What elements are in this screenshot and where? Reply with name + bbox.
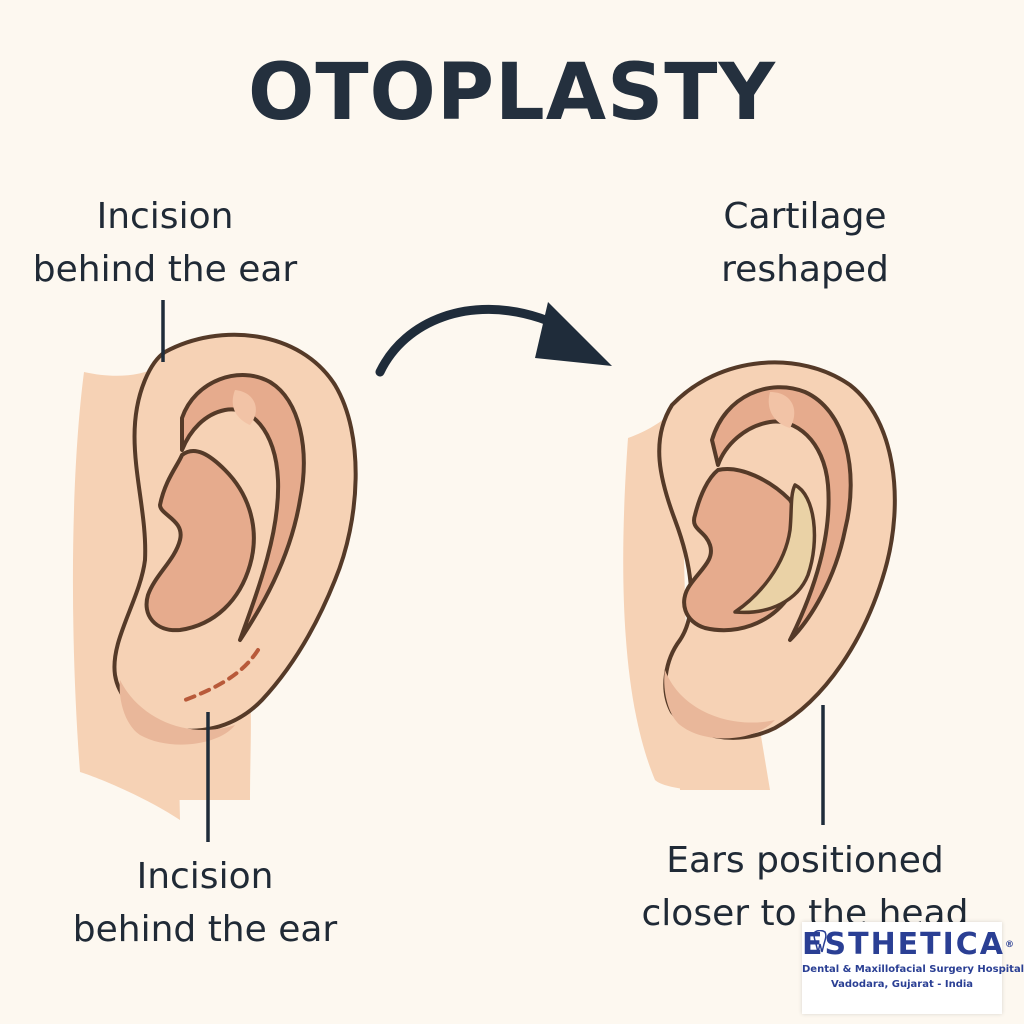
arrow-right-curved-icon (375, 302, 612, 377)
esthetica-logo: ESTHETICA® Dental & Maxillofacial Surger… (802, 922, 1024, 1014)
logo-tagline: Dental & Maxillofacial Surgery Hospital (802, 964, 1024, 975)
lobe-shadow-left (119, 680, 235, 745)
logo-name: ESTHETICA® (802, 927, 1014, 962)
logo-name-text: ESTHETICA (802, 927, 1006, 962)
cartilage-highlight (733, 483, 817, 615)
label-line: behind the ear (32, 249, 298, 290)
ear-before-illustration (72, 300, 358, 842)
antihelix-left (232, 390, 256, 425)
label-incision-bottom: Incision behind the ear (55, 850, 355, 956)
label-ears-positioned: Ears positioned closer to the head (615, 834, 995, 940)
label-cartilage: Cartilage reshaped (690, 190, 920, 296)
ear-after-illustration (623, 360, 897, 825)
label-incision-top: Incision behind the ear (20, 190, 310, 296)
helix-inner-right (710, 385, 853, 642)
label-line: reshaped (721, 249, 889, 290)
antihelix-right (768, 392, 795, 428)
concha-left (144, 449, 256, 633)
label-line: Cartilage (723, 196, 887, 237)
label-line: Incision (136, 856, 274, 897)
page-title: OTOPLASTY (248, 48, 776, 138)
label-line: Incision (96, 196, 234, 237)
label-line: behind the ear (72, 909, 338, 950)
lobe-shadow-right (664, 670, 775, 739)
logo-location: Vadodara, Gujarat - India (830, 979, 974, 990)
label-line: Ears positioned (666, 840, 944, 881)
incision-dashes (183, 648, 260, 702)
tooth-icon (813, 930, 827, 953)
registered-mark: ® (1005, 940, 1015, 950)
